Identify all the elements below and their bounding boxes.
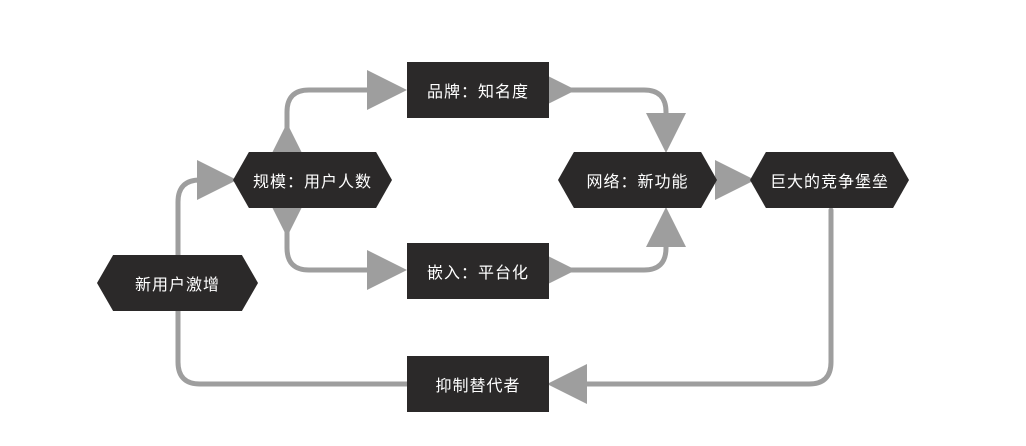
arrow-surge-scale xyxy=(175,160,237,258)
node-brand-label: 品牌：知名度 xyxy=(426,82,529,101)
line-suppress-surge xyxy=(175,306,410,387)
node-brand: 品牌：知名度 xyxy=(407,62,549,118)
node-suppress: 抑制替代者 xyxy=(407,356,549,412)
node-embed: 嵌入：平台化 xyxy=(407,243,549,299)
node-surge-label: 新用户激增 xyxy=(134,275,220,294)
node-scale-label: 规模：用户人数 xyxy=(252,172,372,191)
node-embed-label: 嵌入：平台化 xyxy=(426,263,529,282)
arrow-embed-network xyxy=(536,207,686,290)
arrow-moat-suppress xyxy=(547,207,834,404)
node-scale: 规模：用户人数 xyxy=(233,152,392,208)
arrow-brand-network xyxy=(536,70,686,153)
arrow-scale-embed xyxy=(267,197,407,290)
node-moat-label: 巨大的竞争堡垒 xyxy=(769,172,889,191)
arrow-scale-brand xyxy=(267,70,407,163)
node-suppress-label: 抑制替代者 xyxy=(435,376,521,395)
node-network-label: 网络：新功能 xyxy=(586,172,689,191)
node-network: 网络：新功能 xyxy=(558,152,717,208)
node-moat: 巨大的竞争堡垒 xyxy=(750,152,909,208)
node-surge: 新用户激增 xyxy=(97,255,258,311)
